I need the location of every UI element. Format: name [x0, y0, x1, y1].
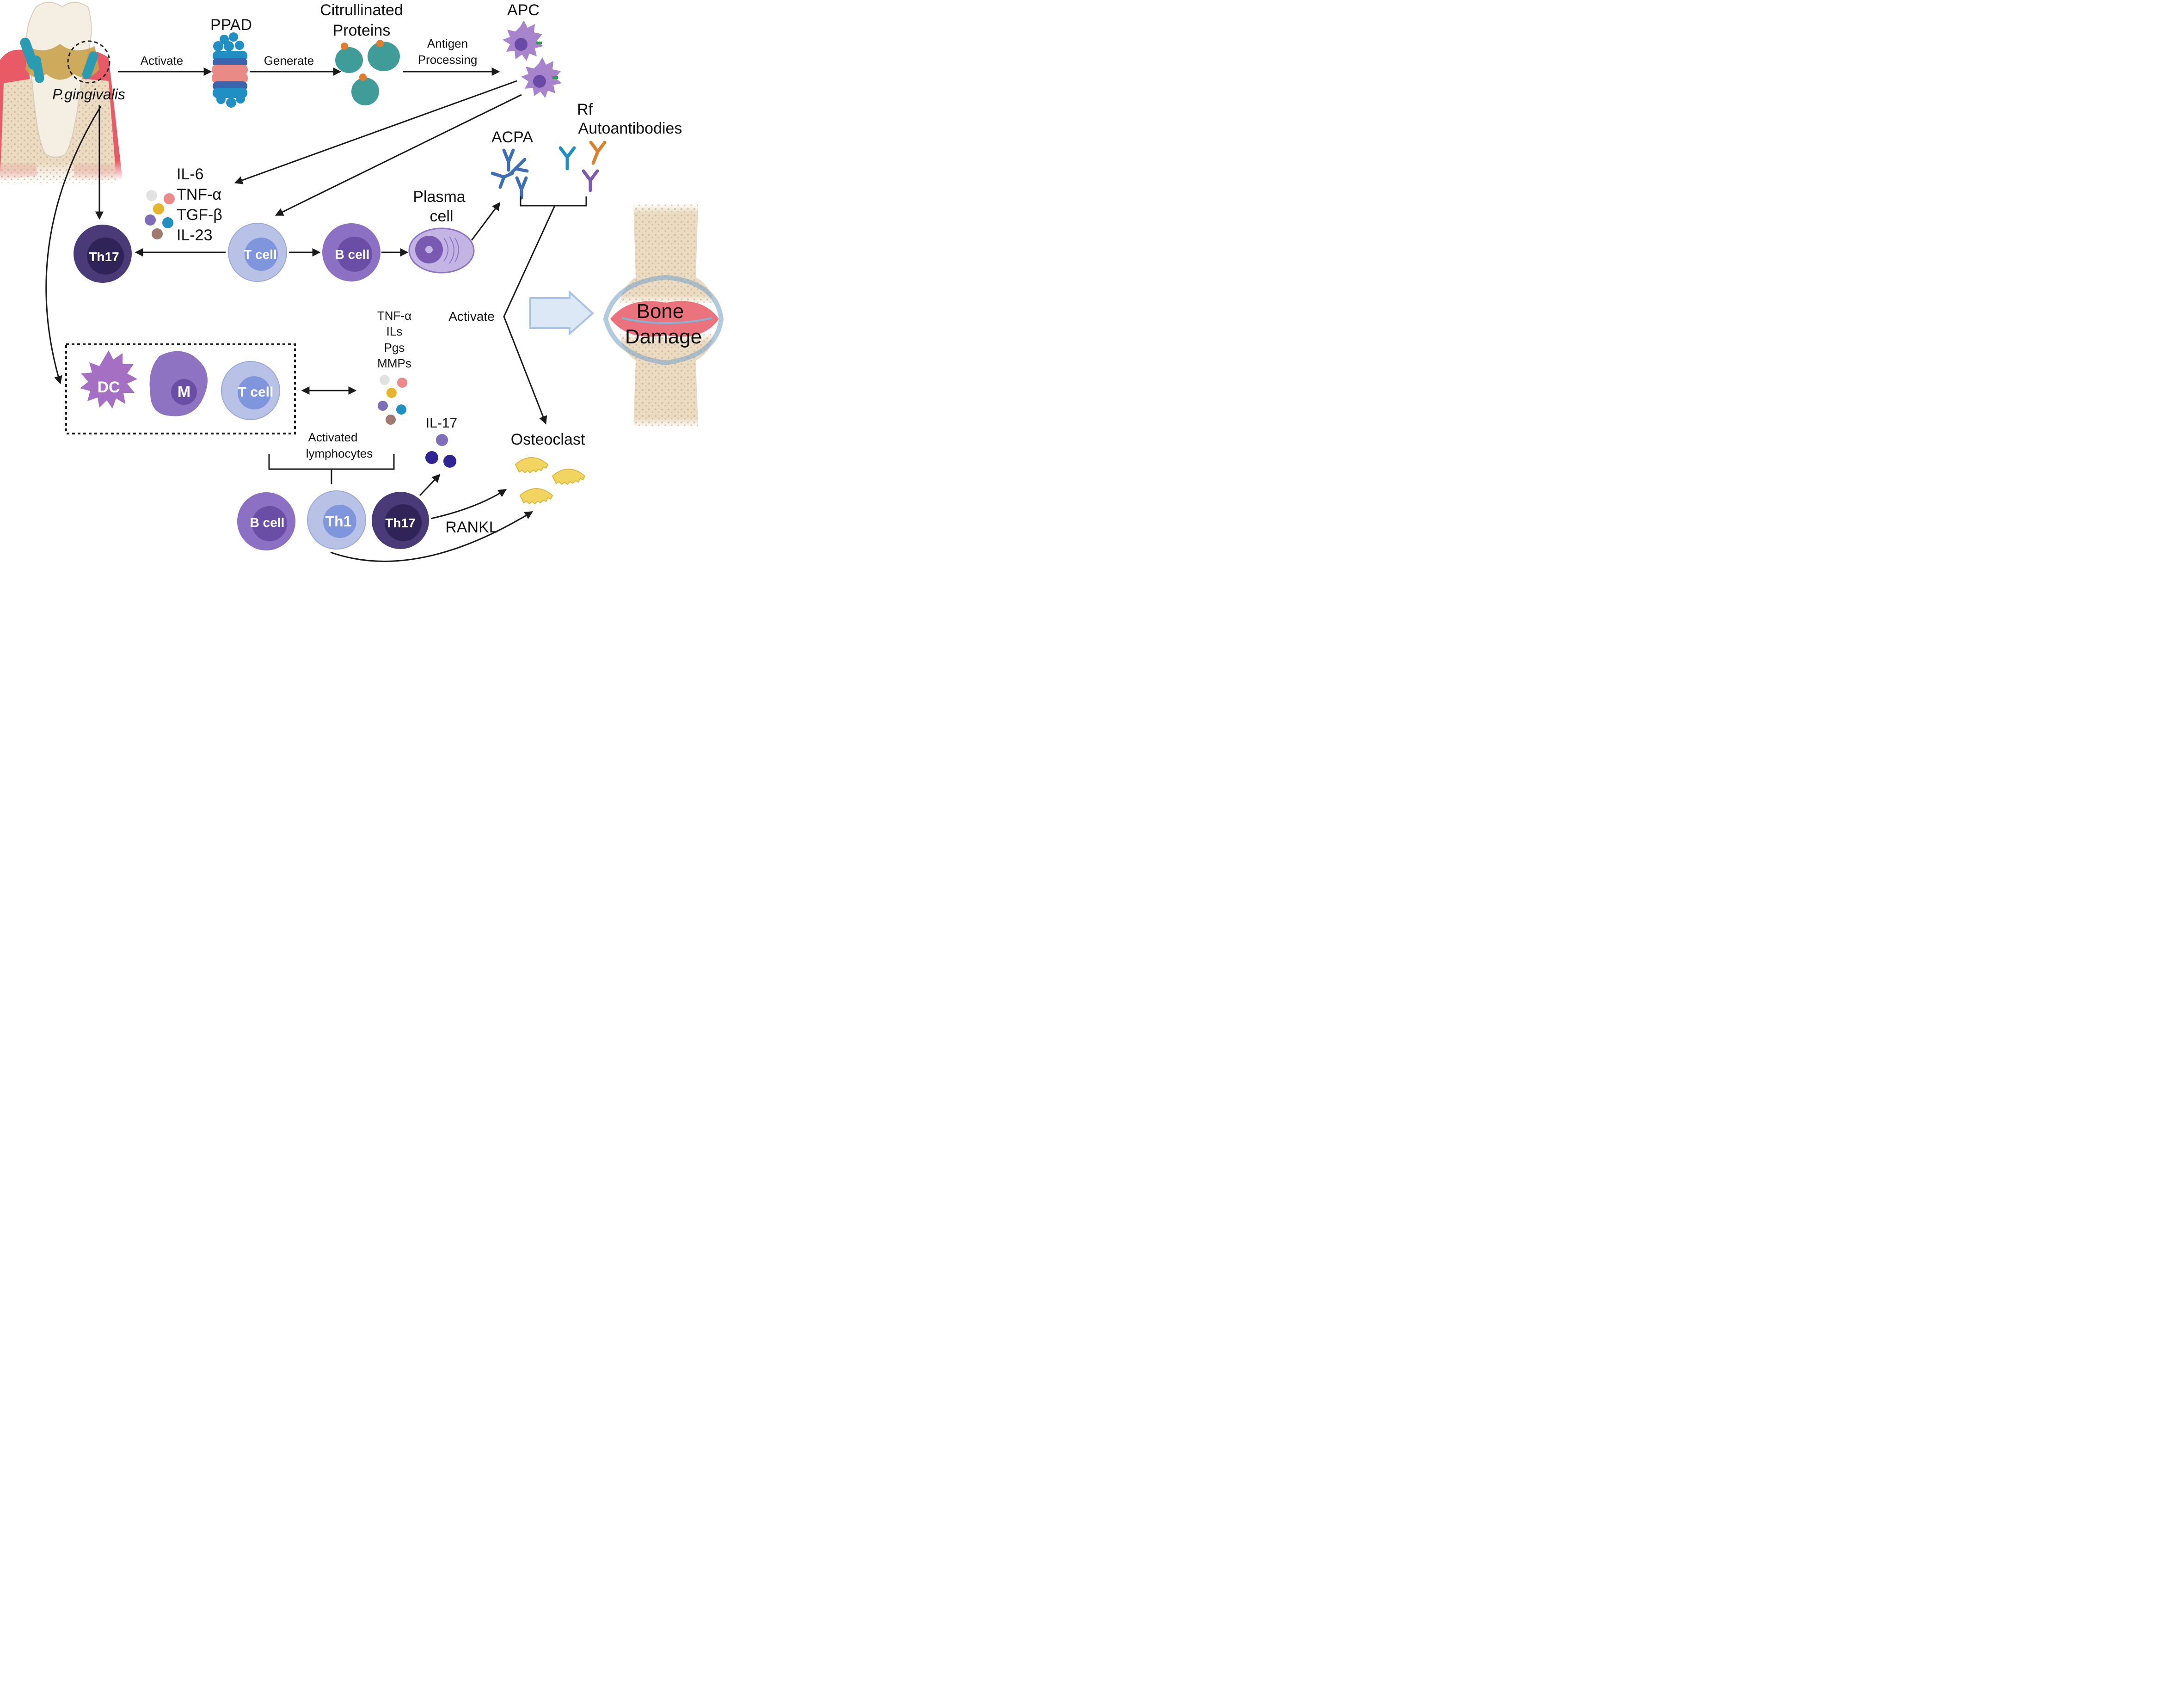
acpa-label: ACPA: [491, 128, 533, 146]
bone-label-1: Bone: [637, 300, 684, 323]
t-cell-box: T cell: [221, 361, 280, 420]
t-cell-box-label: T cell: [238, 385, 274, 400]
p-gingivalis-label: P.gingivalis: [52, 86, 125, 103]
macrophage-cell: M: [149, 351, 208, 416]
th1-cell: Th1: [307, 490, 366, 550]
generate-label: Generate: [264, 54, 314, 67]
cytokine-top-3: TGF-β: [177, 206, 222, 224]
apc-label: APC: [507, 1, 540, 19]
cytokine-cluster-mid: [378, 375, 407, 425]
cytokine-mid-3: Pgs: [384, 341, 405, 354]
cytokine-top-1: IL-6: [177, 165, 204, 183]
cytokine-mid-4: MMPs: [377, 356, 411, 370]
rf-label-1: Rf: [577, 101, 593, 118]
t-cell-top: T cell: [228, 223, 287, 282]
arrow-lymphocytes-osteoclast: [330, 511, 534, 562]
cytokine-top-2: TNF-α: [177, 186, 221, 203]
th17-cell-top: Th17: [74, 225, 132, 283]
arrow-th17-il17: [419, 474, 441, 496]
bone-label-2: Damage: [625, 325, 702, 348]
dendritic-cell: DC: [80, 350, 137, 409]
activated-label-1: Activated: [308, 430, 358, 444]
arrow-apc-tcell: [275, 94, 522, 216]
th17-bottom-label: Th17: [385, 516, 415, 530]
th17-top-label: Th17: [89, 250, 119, 264]
dc-label: DC: [97, 379, 120, 396]
cytokine-cluster-top: [145, 190, 175, 239]
th1-label: Th1: [325, 513, 352, 530]
arrow-th17-osteoclast: [430, 489, 507, 519]
osteoclast-label: Osteoclast: [511, 431, 585, 448]
antigen-label-1: Antigen: [427, 37, 468, 50]
rankl-label: RANKL: [445, 519, 497, 536]
activate-label-2: Activate: [448, 309, 495, 324]
cytokine-top-4: IL-23: [177, 226, 213, 244]
rf-label-2: Autoantibodies: [578, 120, 682, 137]
immune-cells-box: [65, 343, 296, 434]
joint-illustration: [603, 203, 724, 428]
plasma-cell-icon: [408, 227, 475, 274]
antigen-label-2: Processing: [418, 53, 478, 67]
t-cell-top-label: T cell: [244, 247, 277, 262]
lymphocyte-bracket: [268, 454, 395, 484]
activate-label: Activate: [141, 54, 184, 67]
hollow-arrow-bone-damage: [529, 290, 594, 336]
tooth-illustration: [0, 2, 123, 183]
b-cell-bottom-label: B cell: [250, 515, 285, 530]
citrullinated-label-1: Citrullinated: [320, 1, 403, 19]
activated-label-2: lymphocytes: [306, 446, 373, 460]
diagram-canvas: P.gingivalis Activate PPAD Generate Citr…: [0, 1, 724, 562]
citrullinated-label-2: Proteins: [333, 22, 391, 39]
il17-label: IL-17: [426, 416, 457, 431]
b-cell-bottom: B cell: [237, 492, 295, 550]
macrophage-label: M: [178, 383, 190, 401]
cytokine-mid-1: TNF-α: [377, 309, 411, 323]
osteoclast-cells: [515, 457, 586, 505]
acpa-antibodies-icon: [491, 148, 529, 200]
b-cell-top: B cell: [322, 223, 380, 281]
arrow-plasma-acpa: [471, 202, 501, 241]
ppad-protein-icon: [212, 32, 248, 108]
arrow-pg-immune-box: [45, 106, 102, 385]
b-cell-top-label: B cell: [335, 247, 370, 262]
arrow-antibody-osteoclast: [503, 205, 556, 425]
citrullinated-proteins-icon: [335, 40, 400, 105]
th17-cell-bottom: Th17: [372, 492, 429, 549]
arrow-apc-cytokines: [234, 80, 517, 184]
cytokine-mid-2: ILs: [386, 324, 403, 338]
il17-molecules: [425, 434, 456, 468]
ppad-label: PPAD: [210, 16, 252, 34]
antibody-bracket: [520, 196, 587, 207]
apc-cell-icon: [503, 20, 562, 98]
rf-antibodies-icon: [558, 141, 607, 192]
plasma-label-1: Plasma: [413, 188, 465, 206]
plasma-label-2: cell: [429, 208, 453, 225]
